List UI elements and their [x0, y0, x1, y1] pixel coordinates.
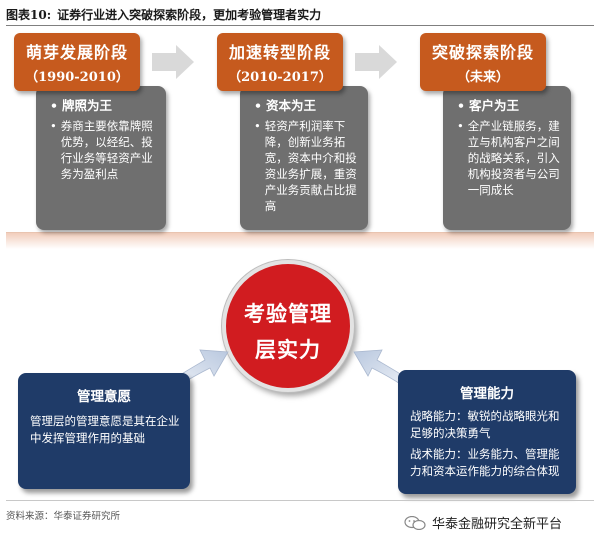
stage-detail-text-3: •全产业链服务，建立与机构客户之间的战略关系，引入机构投资者与公司一同成长 [457, 119, 560, 197]
title-divider [6, 25, 594, 26]
stage-detail-heading-3: •客户为王 [457, 98, 520, 113]
stage-detail-box-2: •资本为王 •轻资产利润率下降，创新业务拓宽，资本中介和投资业务扩展，重资产业务… [240, 86, 368, 230]
section-divider [6, 232, 594, 249]
stage-header-2: 加速转型阶段 （2010-2017） [217, 33, 343, 91]
center-text-line1: 考验管理 [244, 301, 332, 326]
management-will-box: 管理意愿 管理层的管理意愿是其在企业中发挥管理作用的基础 [18, 373, 190, 489]
management-will-title: 管理意愿 [77, 389, 131, 405]
stage-header-1: 萌芽发展阶段 （1990-2010） [14, 33, 140, 91]
figure-number: 图表10: [6, 8, 52, 22]
strategic-ability-text: 战略能力：敏锐的战略眼光和足够的决策勇气 [410, 409, 560, 440]
stage-years-2: （2010-2017） [228, 70, 332, 85]
stage-years-1: （1990-2010） [25, 70, 129, 85]
management-ability-title: 管理能力 [460, 386, 514, 402]
stage-title-3: 突破探索阶段 [431, 43, 534, 62]
figure-title: 图表10: 证券行业进入突破探索阶段，更加考验管理者实力 [6, 6, 321, 23]
center-circle: 考验管理 层实力 [222, 260, 354, 392]
tactical-ability-text: 战术能力：业务能力、管理能力和资本运作能力的综合体现 [410, 447, 560, 478]
stage-years-3: （未来） [456, 70, 509, 85]
center-text-line2: 层实力 [255, 337, 321, 362]
source-note: 资料来源：华泰证券研究所 [6, 511, 121, 522]
watermark: 华泰金融研究全新平台 [404, 513, 562, 532]
stage-header-3: 突破探索阶段 （未来） [420, 33, 546, 91]
stage-detail-heading-2: •资本为王 [254, 98, 317, 113]
stage-detail-box-1: •牌照为王 •券商主要依靠牌照优势，以经纪、投行业务等轻资产业务为盈利点 [36, 86, 166, 230]
stage-detail-text-1: •券商主要依靠牌照优势，以经纪、投行业务等轻资产业务为盈利点 [50, 119, 153, 181]
footer-divider [6, 500, 594, 501]
stage-title-1: 萌芽发展阶段 [25, 43, 128, 62]
management-will-text: 管理层的管理意愿是其在企业中发挥管理作用的基础 [30, 414, 180, 445]
watermark-text: 华泰金融研究全新平台 [432, 517, 563, 532]
stage-detail-box-3: •客户为王 •全产业链服务，建立与机构客户之间的战略关系，引入机构投资者与公司一… [443, 86, 571, 230]
stage-detail-text-2: •轻资产利润率下降，创新业务拓宽，资本中介和投资业务扩展，重资产业务贡献占比提高 [254, 119, 357, 213]
stage-detail-heading-1: •牌照为王 [50, 98, 113, 113]
figure-title-text: 证券行业进入突破探索阶段，更加考验管理者实力 [57, 8, 322, 22]
stage-title-2: 加速转型阶段 [228, 43, 331, 62]
management-ability-box: 管理能力 战略能力：敏锐的战略眼光和足够的决策勇气 战术能力：业务能力、管理能力… [398, 370, 576, 494]
wechat-icon [404, 515, 426, 530]
